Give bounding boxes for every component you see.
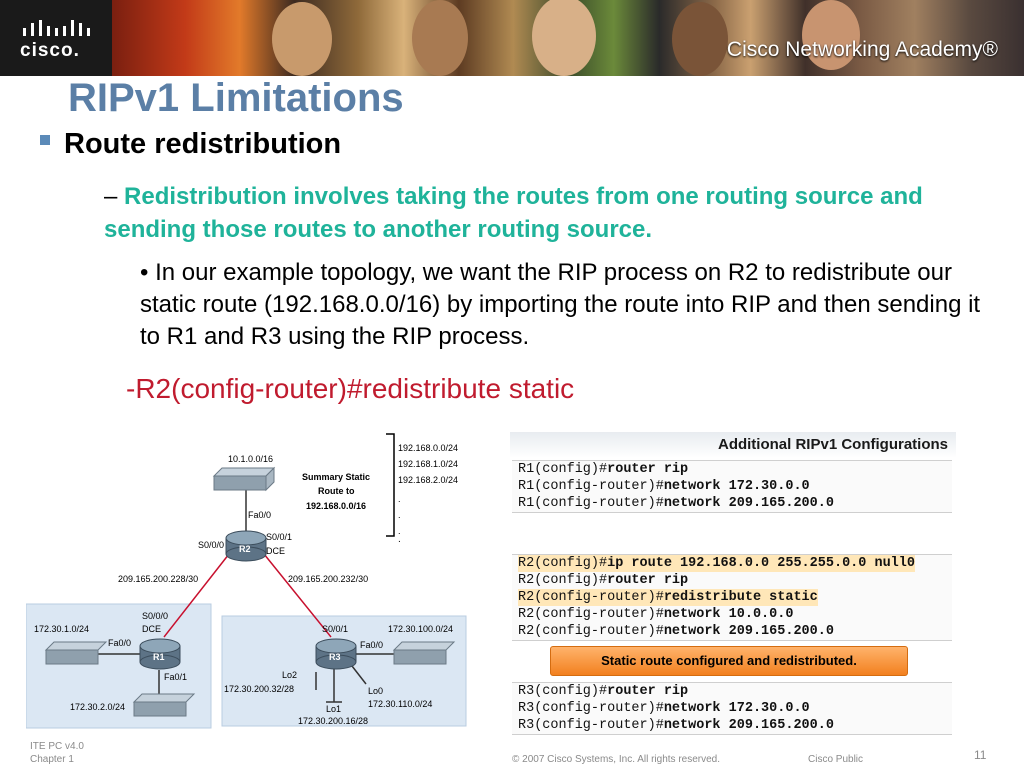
footer-course: ITE PC v4.0 (30, 741, 84, 752)
switch-r3-lan-icon (392, 641, 456, 665)
cisco-bars-icon (23, 20, 90, 36)
config-line: R2(config-router)#network 209.165.200.0 (518, 624, 834, 639)
r1-lan1-label: 172.30.1.0/24 (34, 624, 89, 634)
r3-config-block: R3(config)#router rip R3(config-router)#… (512, 682, 952, 735)
summary-label-2: Route to (318, 486, 355, 496)
svg-text:.: . (398, 526, 401, 536)
wan-right-label: 209.165.200.232/30 (288, 574, 368, 584)
lo2-label: Lo2 (282, 670, 297, 680)
slide-title: RIPv1 Limitations (68, 76, 404, 120)
r2-s0-label: S0/0/0 (198, 540, 224, 550)
bullet-level3-text: In our example topology, we want the RIP… (140, 259, 981, 350)
r1-lan2-label: 172.30.2.0/24 (70, 702, 125, 712)
r1-fa0-label: Fa0/0 (108, 638, 131, 648)
r1-s0-label: S0/0/0 (142, 611, 168, 621)
lo0-net-label: 172.30.110.0/24 (368, 699, 432, 709)
wan-left-label: 209.165.200.228/30 (118, 574, 198, 584)
bullet-level1-text: Route redistribution (64, 128, 342, 160)
header-banner: cisco. Cisco Networking Academy® (0, 0, 1024, 76)
lo1-label: Lo1 (326, 704, 341, 714)
r3-label: R3 (329, 652, 341, 662)
config-line: R1(config-router)#network 172.30.0.0 (518, 479, 810, 494)
svg-text:.: . (398, 494, 401, 504)
svg-text:.: . (398, 510, 401, 520)
footer-chapter: Chapter 1 (30, 754, 74, 765)
router-r1-icon (139, 638, 181, 670)
config-line: R2(config-router)#network 10.0.0.0 (518, 607, 794, 622)
square-bullet-icon (40, 135, 50, 146)
r2-label: R2 (239, 544, 251, 554)
r3-fa0-label: Fa0/0 (360, 640, 383, 650)
router-r3-icon (315, 638, 357, 670)
config-line: R2(config)#router rip (518, 573, 689, 588)
r2-s1-label: S0/0/1 (266, 532, 292, 542)
lo0-label: Lo0 (368, 686, 383, 696)
header-photo-strip (112, 0, 1024, 76)
dash-bullet: – (104, 183, 118, 210)
config-line: R1(config-router)#network 209.165.200.0 (518, 496, 834, 511)
r3-lan-label: 172.30.100.0/24 (388, 624, 453, 634)
lo2-net-label: 172.30.200.32/28 (224, 684, 294, 694)
config-line: R3(config-router)#network 172.30.0.0 (518, 701, 810, 716)
cisco-wordmark: cisco. (20, 40, 80, 61)
switch-r1-lan1-icon (44, 641, 108, 665)
lan-top-label: 10.1.0.0/16 (228, 454, 273, 464)
r1-config-block: R1(config)#router rip R1(config-router)#… (512, 460, 952, 513)
summary-label-3: 192.168.0.0/16 (306, 501, 366, 511)
redistribute-command: -R2(config-router)#redistribute static (126, 373, 575, 404)
config-line: R2(config)#ip route 192.168.0.0 255.255.… (518, 555, 915, 572)
cisco-logo: cisco. (0, 0, 112, 76)
bullet-level1: Route redistribution (40, 128, 341, 161)
config-line: R1(config)#router rip (518, 462, 689, 477)
router-r2-icon (225, 530, 267, 562)
switch-top-icon (212, 466, 276, 492)
config-title: Additional RIPv1 Configurations (510, 432, 956, 458)
topology-diagram: R2 R1 R3 . 10 (25, 432, 496, 734)
switch-r1-lan2-icon (132, 693, 196, 717)
r1-fa1-label: Fa0/1 (164, 672, 187, 682)
summary-label-1: Summary Static (302, 472, 370, 482)
callout-note: Static route configured and redistribute… (550, 646, 908, 676)
r1-label: R1 (153, 652, 165, 662)
route-label-3: 192.168.2.0/24 (398, 475, 458, 485)
bullet-level2-text: Redistribution involves taking the route… (104, 183, 923, 243)
networking-academy-label: Cisco Networking Academy® (726, 38, 998, 61)
bullet-level3: • In our example topology, we want the R… (140, 259, 981, 350)
r3-s1-label: S0/0/1 (322, 624, 348, 634)
r1-dce-label: DCE (142, 624, 161, 634)
footer-copyright: © 2007 Cisco Systems, Inc. All rights re… (512, 754, 721, 765)
route-label-1: 192.168.0.0/24 (398, 443, 458, 453)
footer-classification: Cisco Public (808, 754, 864, 765)
config-panel: Additional RIPv1 Configurations R1(confi… (510, 432, 956, 740)
lo1-net-label: 172.30.200.16/28 (298, 716, 368, 726)
config-line: R3(config-router)#network 209.165.200.0 (518, 718, 834, 733)
svg-text:.: . (398, 534, 401, 545)
config-line: R2(config-router)#redistribute static (518, 589, 818, 606)
r2-dce-label: DCE (266, 546, 285, 556)
r2-config-block: R2(config)#ip route 192.168.0.0 255.255.… (512, 554, 952, 641)
bullet-level2: – Redistribution involves taking the rou… (104, 180, 944, 246)
r2-fa-label: Fa0/0 (248, 510, 271, 520)
config-line: R3(config)#router rip (518, 684, 689, 699)
route-label-2: 192.168.1.0/24 (398, 459, 458, 469)
page-number: 11 (974, 748, 987, 762)
